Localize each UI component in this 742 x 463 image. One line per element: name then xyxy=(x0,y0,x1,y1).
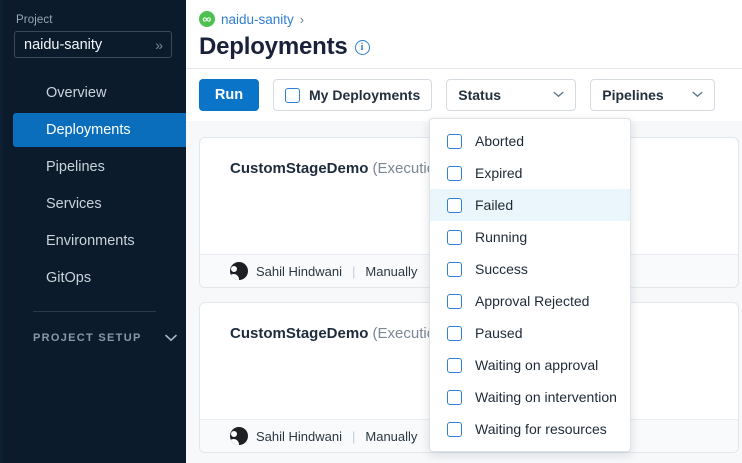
deployment-trigger: Manually xyxy=(365,263,418,279)
status-option-paused[interactable]: Paused xyxy=(430,317,630,349)
run-button[interactable]: Run xyxy=(199,79,259,111)
status-option-label: Waiting on intervention xyxy=(475,389,617,405)
project-selector[interactable]: naidu-sanity » xyxy=(14,31,172,58)
sidebar-item-label: Services xyxy=(46,196,102,212)
page-title-row: Deployments i xyxy=(199,33,742,61)
footer-divider: | xyxy=(352,263,356,279)
deployment-trigger: Manually xyxy=(365,428,418,444)
status-option-checkbox[interactable] xyxy=(447,421,462,437)
deployment-user: Sahil Hindwani xyxy=(256,428,342,444)
status-option-checkbox[interactable] xyxy=(447,261,462,277)
chevron-double-right-icon: » xyxy=(155,36,163,53)
status-filter-dropdown[interactable]: Status xyxy=(446,79,577,111)
status-option-aborted[interactable]: Aborted xyxy=(430,125,630,157)
status-option-label: Approval Rejected xyxy=(475,293,590,309)
sidebar-item-services[interactable]: Services xyxy=(13,187,186,221)
page-header: naidu-sanity › Deployments i xyxy=(186,0,742,69)
sidebar-item-label: Deployments xyxy=(46,122,131,138)
project-label: Project xyxy=(16,14,53,26)
status-option-label: Waiting on approval xyxy=(475,357,599,373)
status-option-checkbox[interactable] xyxy=(447,165,462,181)
project-selector-value: naidu-sanity xyxy=(24,36,103,53)
breadcrumb-separator: › xyxy=(299,11,305,27)
status-option-label: Failed xyxy=(475,197,514,213)
status-option-label: Success xyxy=(475,261,528,277)
status-option-label: Expired xyxy=(475,165,523,181)
status-option-checkbox[interactable] xyxy=(447,357,462,373)
sidebar-item-label: GitOps xyxy=(46,270,92,286)
info-icon[interactable]: i xyxy=(354,39,370,55)
status-option-label: Paused xyxy=(475,325,523,341)
sidebar-section-project-setup[interactable]: PROJECT SETUP xyxy=(0,331,186,345)
sidebar-item-label: Environments xyxy=(46,233,135,249)
sidebar-divider xyxy=(33,311,156,312)
sidebar-accent-strip xyxy=(0,0,3,463)
status-option-waiting-on-intervention[interactable]: Waiting on intervention xyxy=(430,381,630,413)
status-option-checkbox[interactable] xyxy=(447,197,462,213)
sidebar-item-overview[interactable]: Overview xyxy=(13,76,186,110)
my-deployments-label: My Deployments xyxy=(309,87,421,103)
sidebar-item-deployments[interactable]: Deployments xyxy=(13,113,199,147)
status-option-checkbox[interactable] xyxy=(447,229,462,245)
status-option-running[interactable]: Running xyxy=(430,221,630,253)
status-option-checkbox[interactable] xyxy=(447,325,462,341)
status-option-checkbox[interactable] xyxy=(447,389,462,405)
sidebar-item-label: Pipelines xyxy=(46,159,105,175)
footer-divider: | xyxy=(352,428,356,444)
page-title: Deployments xyxy=(199,33,348,60)
status-option-label: Waiting for resources xyxy=(475,421,607,437)
status-option-waiting-for-resources[interactable]: Waiting for resources xyxy=(430,413,630,445)
avatar xyxy=(230,427,248,445)
sidebar-item-label: Overview xyxy=(46,85,107,101)
sidebar-item-gitops[interactable]: GitOps xyxy=(13,261,186,295)
breadcrumb-link-project[interactable]: naidu-sanity xyxy=(221,11,294,27)
sidebar-item-environments[interactable]: Environments xyxy=(13,224,186,258)
status-option-checkbox[interactable] xyxy=(447,293,462,309)
status-option-label: Aborted xyxy=(475,133,525,149)
pipelines-filter-label: Pipelines xyxy=(602,87,664,103)
status-option-label: Running xyxy=(475,229,528,245)
chevron-down-icon xyxy=(164,331,177,345)
sidebar-section-label: PROJECT SETUP xyxy=(33,332,142,344)
deployment-user: Sahil Hindwani xyxy=(256,263,342,279)
status-option-approval-rejected[interactable]: Approval Rejected xyxy=(430,285,630,317)
status-option-expired[interactable]: Expired xyxy=(430,157,630,189)
deployment-name: CustomStageDemo xyxy=(230,160,369,177)
my-deployments-checkbox[interactable] xyxy=(285,87,300,103)
sidebar: Project naidu-sanity » Overview Deployme… xyxy=(0,0,199,463)
sidebar-nav: Overview Deployments Pipelines Services … xyxy=(0,76,199,295)
chevron-down-icon xyxy=(692,89,703,101)
status-option-failed[interactable]: Failed xyxy=(430,189,630,221)
my-deployments-filter[interactable]: My Deployments xyxy=(273,79,433,111)
toolbar: Run My Deployments Status Pipelines xyxy=(186,69,742,121)
breadcrumb: naidu-sanity › xyxy=(199,9,742,29)
avatar xyxy=(230,262,248,280)
status-option-success[interactable]: Success xyxy=(430,253,630,285)
status-option-checkbox[interactable] xyxy=(447,133,462,149)
status-filter-label: Status xyxy=(458,87,502,103)
project-avatar-icon xyxy=(199,11,215,27)
status-option-waiting-on-approval[interactable]: Waiting on approval xyxy=(430,349,630,381)
pipelines-filter-dropdown[interactable]: Pipelines xyxy=(590,79,716,111)
main-content: naidu-sanity › Deployments i Run My Depl… xyxy=(186,0,742,463)
sidebar-item-pipelines[interactable]: Pipelines xyxy=(13,150,186,184)
chevron-down-icon xyxy=(553,89,564,101)
deployment-name: CustomStageDemo xyxy=(230,325,369,342)
